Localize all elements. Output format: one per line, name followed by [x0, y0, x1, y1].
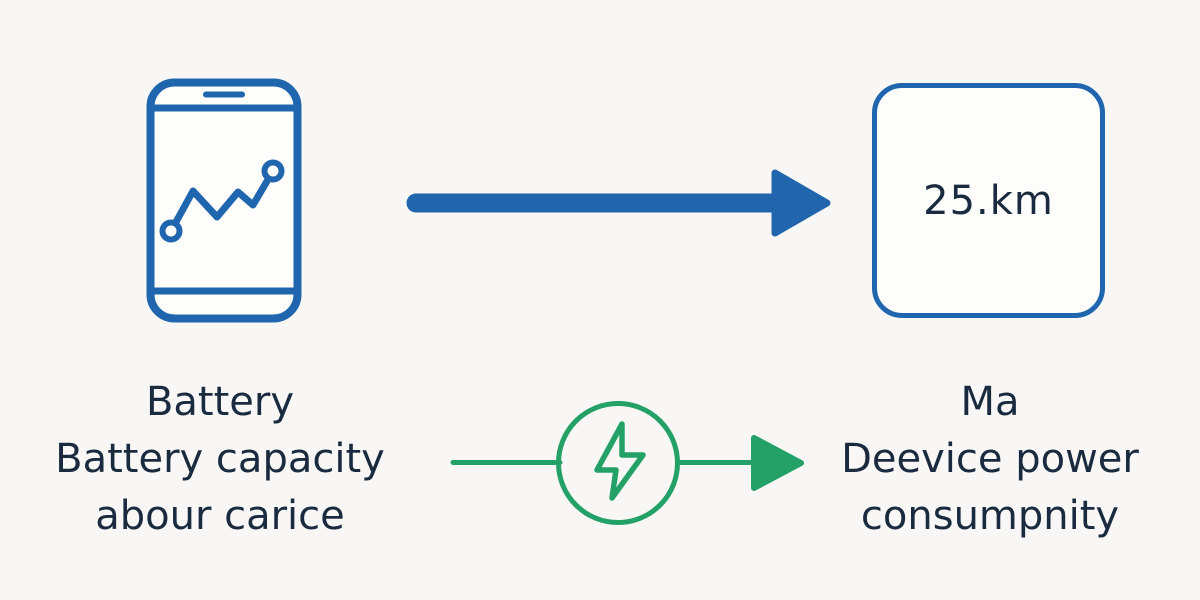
caption-line: Battery — [145, 379, 295, 425]
phone-body — [146, 78, 302, 323]
chart-zigzag-line — [167, 167, 277, 235]
lightning-bolt-icon — [594, 421, 646, 501]
distance-result-box: 25.km — [872, 83, 1105, 318]
caption-line: Ma — [960, 379, 1020, 425]
caption-line: Battery capacity — [55, 436, 385, 482]
energy-flow-icon — [450, 401, 804, 525]
target-caption: Ma Deevice power consumpnity — [795, 374, 1185, 545]
caption-line: Deevice power — [841, 436, 1139, 482]
lightning-circle — [556, 401, 680, 525]
arrow-head — [771, 169, 831, 237]
source-caption: Battery Battery capacity abour carice — [25, 374, 415, 545]
chart-end-dot — [261, 159, 285, 183]
green-right-arrow-icon — [751, 435, 804, 491]
distance-value: 25.km — [923, 177, 1054, 224]
right-arrow-icon — [406, 169, 831, 237]
chart-start-dot — [159, 219, 183, 243]
caption-line: abour carice — [95, 493, 345, 539]
phone-line-chart-icon — [146, 78, 302, 323]
caption-line: consumpnity — [860, 493, 1120, 539]
